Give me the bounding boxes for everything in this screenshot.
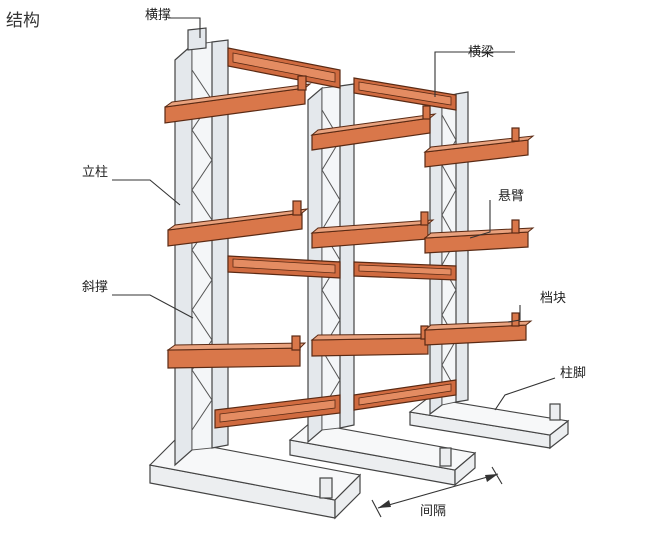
label-arm: 悬臂 — [498, 189, 524, 204]
label-column: 立柱 — [82, 165, 108, 180]
arms — [164, 75, 535, 369]
spacing-dimension — [371, 466, 503, 518]
diagram-title: 结构 — [6, 11, 40, 31]
stopper — [297, 75, 307, 91]
stopper — [422, 105, 431, 120]
base-foot-front-left-side — [334, 473, 361, 520]
base-foot-middle-side — [454, 451, 476, 487]
label-spacing: 间隔 — [420, 504, 446, 519]
column-back — [429, 91, 469, 416]
label-beam: 横梁 — [468, 45, 494, 60]
label-base: 柱脚 — [560, 365, 586, 381]
base-stub — [549, 403, 561, 421]
stopper — [511, 219, 520, 234]
stopper — [511, 127, 520, 142]
arm-middle-level3 — [311, 337, 429, 357]
label-stopper: 档块 — [540, 291, 566, 306]
stopper — [511, 312, 520, 327]
stopper — [292, 200, 302, 216]
base-feet — [148, 397, 570, 520]
cross-beams — [214, 47, 457, 429]
stopper — [420, 211, 429, 226]
label-diagonal: 斜撑 — [82, 280, 108, 295]
arm-front-level3 — [167, 347, 301, 369]
base-foot-back-side — [549, 419, 569, 450]
stopper — [291, 335, 301, 351]
base-stub — [319, 477, 333, 499]
label-crossbrace: 横撑 — [145, 8, 171, 23]
leader-lines — [112, 17, 556, 411]
column-front-left — [174, 27, 229, 467]
base-stub — [439, 447, 452, 467]
